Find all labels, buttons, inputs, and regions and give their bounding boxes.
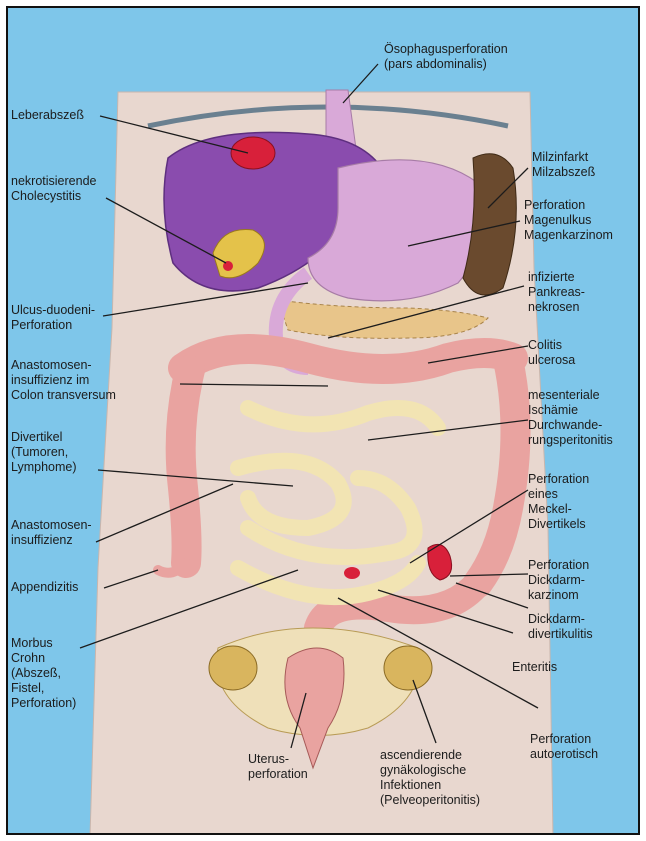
label-ulcus: Ulcus-duodeni- Perforation xyxy=(11,303,95,333)
label-appendizitis: Appendizitis xyxy=(11,580,78,595)
label-divertikel: Divertikel (Tumoren, Lymphome) xyxy=(11,430,77,475)
label-anastomosen-colon: Anastomosen- insuffizienz im Colon trans… xyxy=(11,358,116,403)
label-mesenterial: mesenteriale Ischämie Durchwande- rungsp… xyxy=(528,388,613,448)
label-cholecystitis: nekrotisierende Cholecystitis xyxy=(11,174,96,204)
label-meckel: Perforation eines Meckel- Divertikels xyxy=(528,472,589,532)
label-leberabszess: Leberabszeß xyxy=(11,108,84,123)
label-divertikulitis: Dickdarm- divertikulitis xyxy=(528,612,593,642)
label-milz: Milzinfarkt Milzabszeß xyxy=(532,150,595,180)
label-crohn: Morbus Crohn (Abszeß, Fistel, Perforatio… xyxy=(11,636,76,711)
label-autoerotisch: Perforation autoerotisch xyxy=(530,732,598,762)
label-gyn: ascendierende gynäkologische Infektionen… xyxy=(380,748,480,808)
label-pankreas: infizierte Pankreas- nekrosen xyxy=(528,270,585,315)
label-magen: Perforation Magenulkus Magenkarzinom xyxy=(524,198,613,243)
label-dickdarmkarzinom: Perforation Dickdarm- karzinom xyxy=(528,558,589,603)
label-enteritis: Enteritis xyxy=(512,660,557,675)
label-colitis: Colitis ulcerosa xyxy=(528,338,575,368)
label-uterus: Uterus- perforation xyxy=(248,752,308,782)
label-anastomosen: Anastomosen- insuffizienz xyxy=(11,518,92,548)
label-oesophagus: Ösophagusperforation (pars abdominalis) xyxy=(384,42,508,72)
diagram-frame: Ösophagusperforation (pars abdominalis) … xyxy=(6,6,640,835)
